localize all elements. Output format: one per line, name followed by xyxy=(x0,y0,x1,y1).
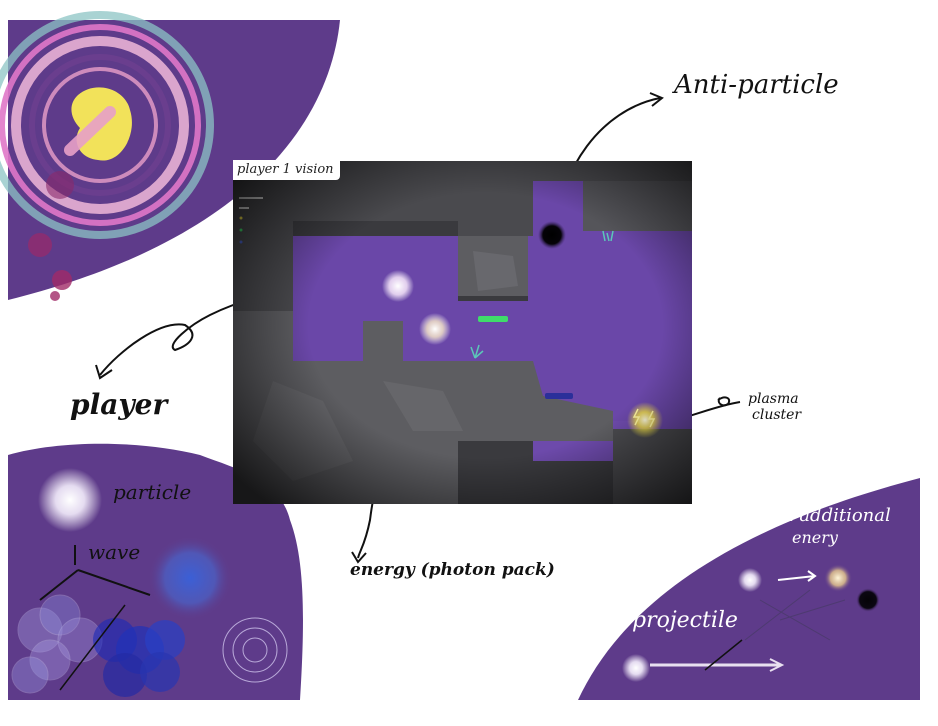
player-vision-label: player 1 vision xyxy=(233,160,340,180)
anti-particle-annotation: Anti-particle xyxy=(674,70,839,100)
particle-annotation: particle xyxy=(113,480,192,504)
game-canvas xyxy=(233,161,692,504)
gain-annotation-line2: enery xyxy=(792,528,838,547)
projectile-annotation: projectile xyxy=(632,608,738,633)
bottom-right-panel xyxy=(578,478,920,700)
wave-annotation: wave xyxy=(88,540,141,564)
bottom-left-panel xyxy=(8,443,303,700)
game-view xyxy=(233,161,692,504)
plasma-annotation-line2: cluster xyxy=(752,407,802,423)
player-annotation: player xyxy=(70,388,168,421)
top-left-panel xyxy=(0,11,340,301)
gain-annotation-line1: gain additional xyxy=(754,505,891,526)
plasma-annotation-line1: plasma xyxy=(748,391,799,407)
energy-annotation: energy (photon pack) xyxy=(350,560,555,580)
